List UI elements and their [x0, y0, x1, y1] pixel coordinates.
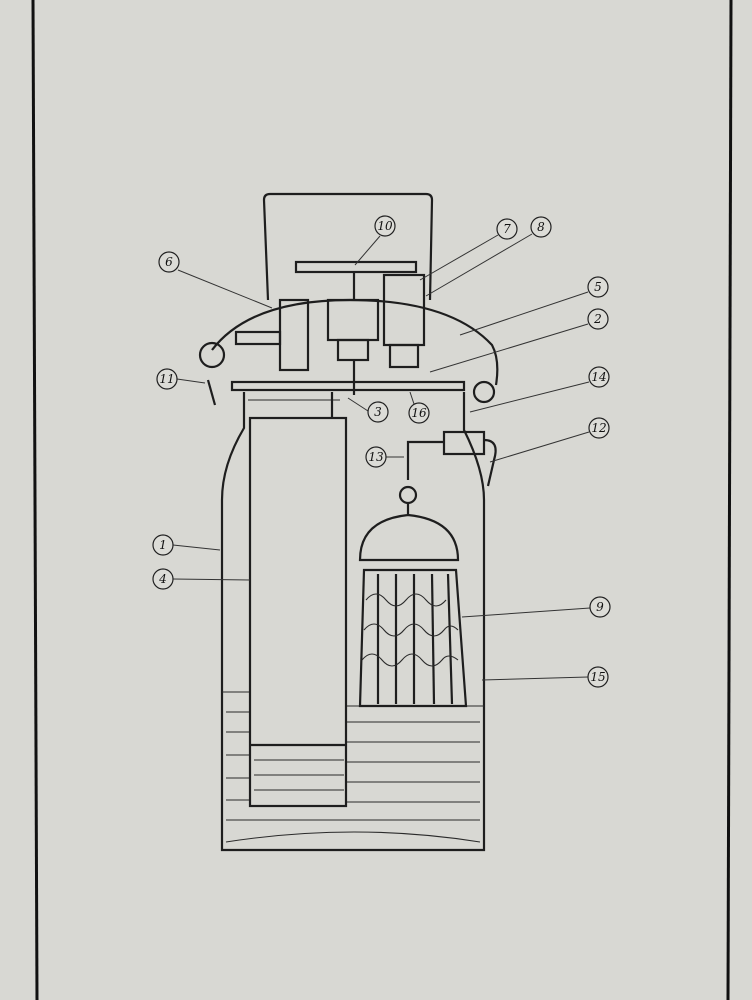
- outlet-valve: [442, 430, 486, 456]
- svg-text:2: 2: [593, 312, 602, 326]
- callout-5: 5: [587, 276, 609, 298]
- svg-text:16: 16: [411, 406, 427, 420]
- svg-text:7: 7: [503, 222, 511, 236]
- callout-6: 6: [158, 251, 180, 273]
- callout-13: 13: [365, 446, 387, 468]
- left-border-line: [31, 0, 39, 1000]
- valve-7-8: [382, 273, 426, 347]
- can-body: [220, 392, 486, 852]
- callout-8: 8: [530, 216, 552, 238]
- callout-3: 3: [367, 401, 389, 423]
- basket-hanger: [358, 503, 460, 562]
- callout-4: 4: [152, 568, 174, 590]
- svg-text:6: 6: [165, 255, 173, 269]
- svg-text:12: 12: [591, 421, 606, 435]
- liquid-level: [222, 691, 484, 821]
- callout-7: 7: [496, 218, 518, 240]
- lid-dome: [211, 298, 499, 386]
- svg-text:14: 14: [591, 370, 606, 384]
- callout-2: 2: [587, 308, 609, 330]
- callout-12: 12: [588, 417, 610, 439]
- t-handle-bar: [294, 260, 418, 274]
- svg-text:11: 11: [159, 372, 174, 386]
- svg-text:3: 3: [374, 405, 382, 419]
- svg-text:1: 1: [159, 538, 167, 552]
- basket: [358, 568, 468, 708]
- carry-handle: [262, 192, 434, 301]
- right-border-line: [726, 0, 733, 1000]
- lid-plate: [230, 380, 466, 392]
- callout-10: 10: [374, 215, 396, 237]
- svg-text:13: 13: [368, 450, 384, 464]
- svg-text:8: 8: [537, 220, 545, 234]
- svg-text:4: 4: [158, 572, 167, 586]
- callout-11: 11: [156, 368, 178, 390]
- callout-9: 9: [589, 596, 611, 618]
- callout-16: 16: [408, 402, 430, 424]
- callout-14: 14: [588, 366, 610, 388]
- svg-text:9: 9: [596, 600, 604, 614]
- svg-text:5: 5: [594, 280, 602, 294]
- inner-tube: [248, 416, 348, 808]
- leader-lines: [172, 233, 591, 681]
- callout-15: 15: [587, 666, 609, 688]
- callout-1: 1: [152, 534, 174, 556]
- valve-6: [278, 298, 310, 372]
- svg-text:10: 10: [377, 219, 393, 233]
- svg-text:15: 15: [590, 670, 605, 684]
